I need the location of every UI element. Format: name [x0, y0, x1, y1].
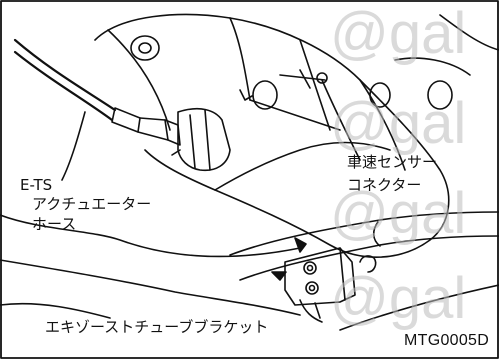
hose-label-line1: E-TS: [20, 176, 53, 194]
watermark: @gal: [330, 1, 467, 66]
sensor-label-line1: 車速センサー: [347, 153, 438, 171]
watermark: @gal: [330, 91, 467, 156]
figure-code: MTG0005D: [404, 332, 490, 349]
watermark: @gal: [330, 266, 467, 331]
hose-label-line3: ホース: [32, 215, 77, 233]
bracket-label: エキゾーストチューブブラケット: [45, 318, 269, 336]
sensor-label-line2: コネクター: [347, 176, 422, 194]
watermark: @gal: [330, 181, 467, 246]
hose-label-line2: アクチュエーター: [32, 195, 152, 213]
